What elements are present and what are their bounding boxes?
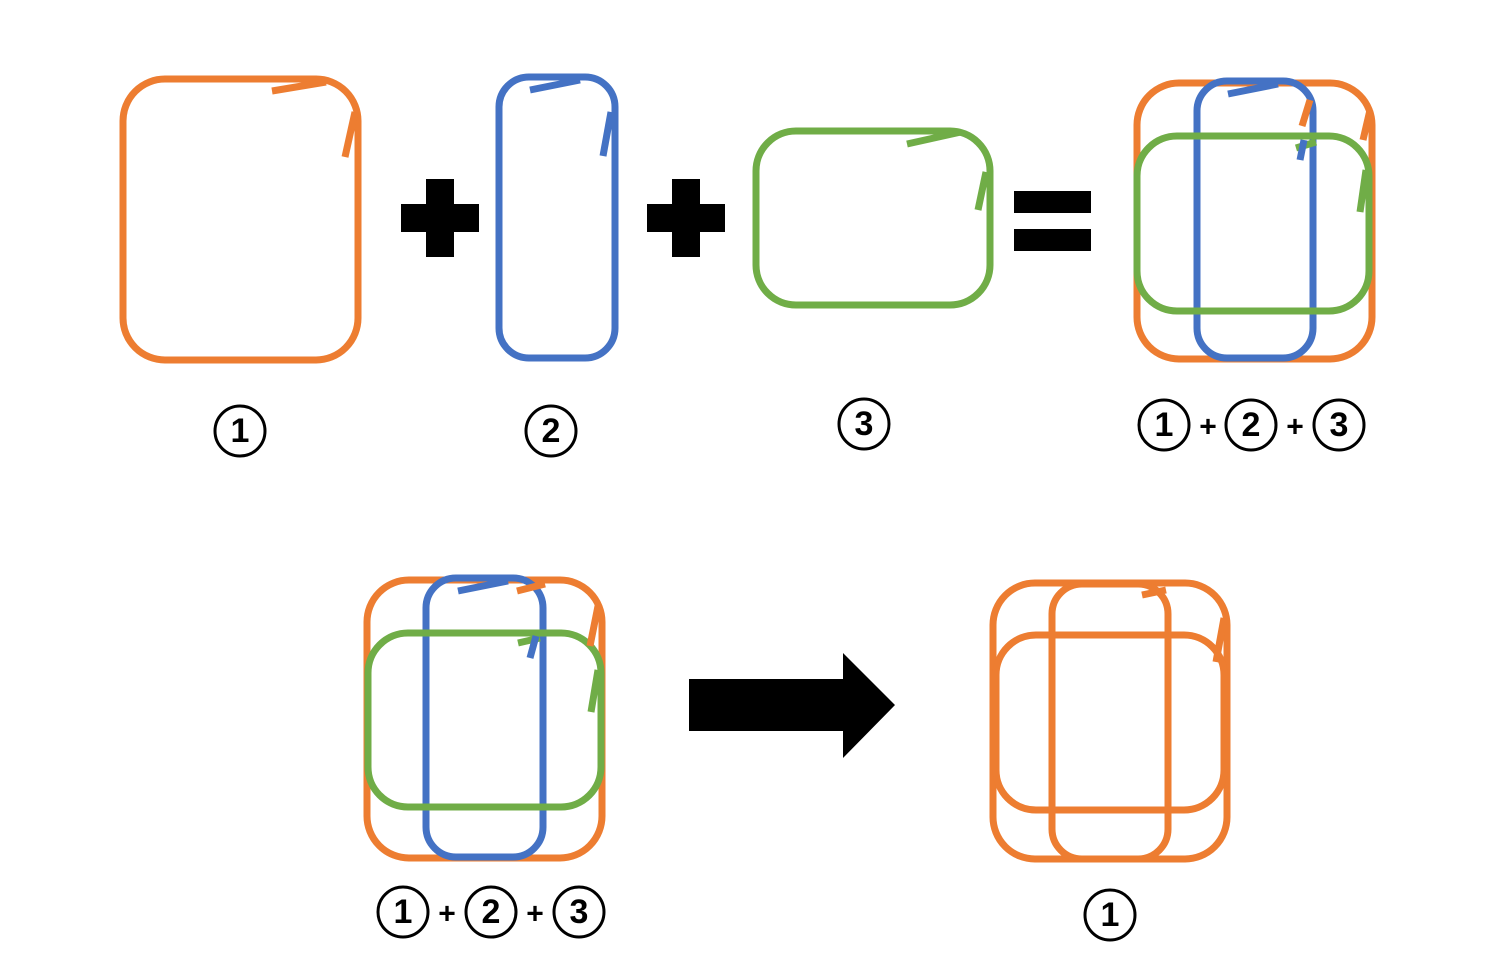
label-sum-top: 1 + 2 + 3 bbox=[1137, 398, 1366, 452]
label-plus: + bbox=[438, 898, 456, 931]
combined-loops-shape-bottom bbox=[363, 574, 606, 862]
label-digit-3: 3 bbox=[855, 405, 874, 443]
label-digit-1: 1 bbox=[394, 893, 413, 931]
label-digit-3: 3 bbox=[570, 893, 589, 931]
plus-icon bbox=[647, 179, 725, 257]
label-plus: + bbox=[1199, 411, 1217, 444]
arrow-right-icon bbox=[689, 653, 895, 758]
label-sum-bottom: 1 + 2 + 3 bbox=[376, 885, 606, 939]
label-result-loop-1: 1 bbox=[1083, 888, 1137, 942]
label-digit-2: 2 bbox=[542, 412, 561, 450]
loop-3-shape bbox=[752, 127, 994, 309]
label-digit-2: 2 bbox=[1242, 406, 1261, 444]
label-digit-2: 2 bbox=[482, 893, 501, 931]
loop-2-shape bbox=[495, 73, 619, 362]
loop-1-shape bbox=[119, 75, 362, 364]
label-digit-1: 1 bbox=[231, 412, 250, 450]
label-plus: + bbox=[526, 898, 544, 931]
label-loop-2: 2 bbox=[524, 404, 578, 458]
plus-icon bbox=[401, 179, 479, 257]
label-digit-3: 3 bbox=[1330, 406, 1349, 444]
label-loop-3: 3 bbox=[837, 397, 891, 451]
combined-loops-shape bbox=[1133, 77, 1376, 363]
label-plus: + bbox=[1286, 411, 1304, 444]
equals-icon bbox=[1014, 191, 1091, 251]
label-digit-1: 1 bbox=[1155, 406, 1174, 444]
label-loop-1: 1 bbox=[213, 404, 267, 458]
label-digit-1: 1 bbox=[1101, 896, 1120, 934]
result-loop-1-shape bbox=[989, 579, 1231, 863]
